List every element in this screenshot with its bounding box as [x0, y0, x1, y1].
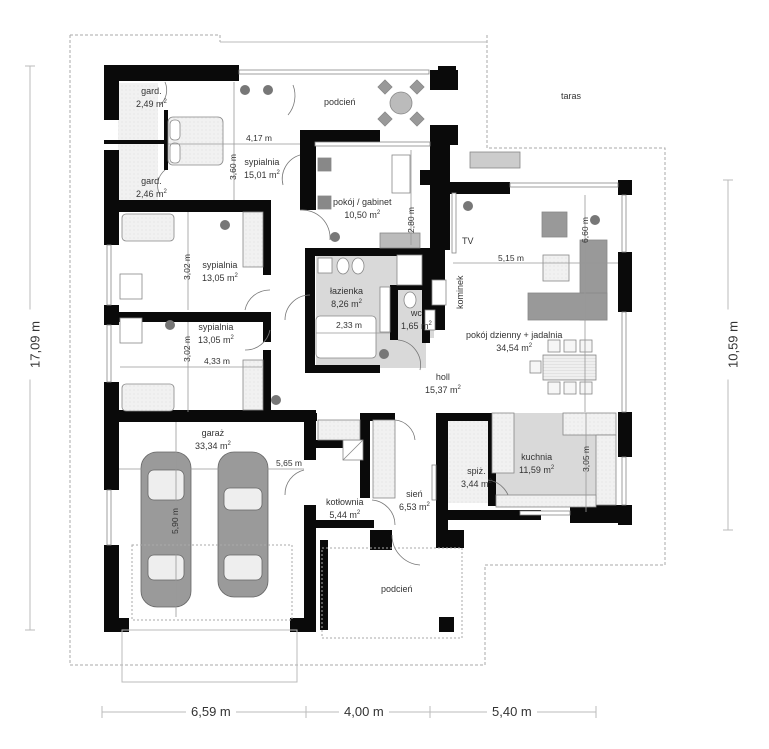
dim-kuchnia-height: 3,05 m: [581, 446, 591, 472]
dim-sypialnia1-height: 3,60 m: [228, 154, 238, 180]
roof-outline: [69, 34, 666, 666]
dim-gabinet-height: 2,80 m: [406, 207, 416, 233]
furniture: [119, 79, 617, 508]
dim-garaz-height: 5,90 m: [170, 508, 180, 534]
room-label-lazienka: łazienka 8,26 m2: [330, 286, 364, 309]
room-label-podcien-top: podcień: [324, 97, 356, 107]
room-label-sien: sień 6,53 m2: [399, 489, 430, 512]
room-label-garaz: garaż 33,34 m2: [195, 428, 231, 451]
room-label-kuchnia: kuchnia 11,59 m2: [519, 452, 555, 475]
dim-lazienka-width: 2,33 m: [336, 320, 362, 330]
dim-bottom-1: 6,59 m: [186, 704, 236, 719]
tv-label: TV: [462, 236, 474, 246]
dim-sypialnia2-height: 3,02 m: [182, 254, 192, 280]
doors: [157, 81, 511, 566]
dim-dzienny-height: 6,60 m: [580, 217, 590, 243]
dim-dzienny-width: 5,15 m: [498, 253, 524, 263]
dim-bottom-3: 5,40 m: [487, 704, 537, 719]
dim-sypialnia3-width: 4,33 m: [204, 356, 230, 366]
room-label-sypialnia-2: sypialnia 13,05 m2: [202, 260, 238, 283]
room-label-gabinet: pokój / gabinet 10,50 m2: [333, 197, 392, 220]
dim-sypialnia3-height: 3,02 m: [182, 336, 192, 362]
room-label-spiz: spiż. 3,44 m2: [461, 466, 492, 489]
room-label-podcien-bottom: podcień: [381, 584, 413, 594]
dim-bottom-2: 4,00 m: [339, 704, 389, 719]
room-label-sypialnia-1: sypialnia 15,01 m2: [244, 157, 280, 180]
dim-garaz-width: 5,65 m: [276, 458, 302, 468]
cars: [140, 451, 269, 608]
kominek-label: kominek: [455, 275, 465, 309]
plant-icons: [165, 85, 600, 405]
room-label-wc: wc 1,65 m2: [401, 308, 432, 331]
room-label-gard1: gard. 2,49 m2: [136, 86, 167, 109]
windows: [106, 69, 627, 546]
room-label-dzienny: pokój dzienny + jadalnia 34,54 m2: [466, 330, 563, 353]
room-label-kotlownia: kotłownia 5,44 m2: [326, 497, 364, 520]
dimension-lines: [119, 82, 618, 617]
dim-sypialnia1-width: 4,17 m: [246, 133, 272, 143]
room-label-holl: holl 15,37 m2: [425, 372, 461, 395]
room-label-sypialnia-3: sypialnia 13,05 m2: [198, 322, 234, 345]
room-label-taras: taras: [561, 91, 582, 101]
dim-right-total: 10,59 m: [725, 309, 741, 380]
room-label-gard2: gard. 2,46 m2: [136, 176, 167, 199]
walls: [104, 65, 632, 632]
dim-left-total: 17,09 m: [27, 309, 43, 380]
